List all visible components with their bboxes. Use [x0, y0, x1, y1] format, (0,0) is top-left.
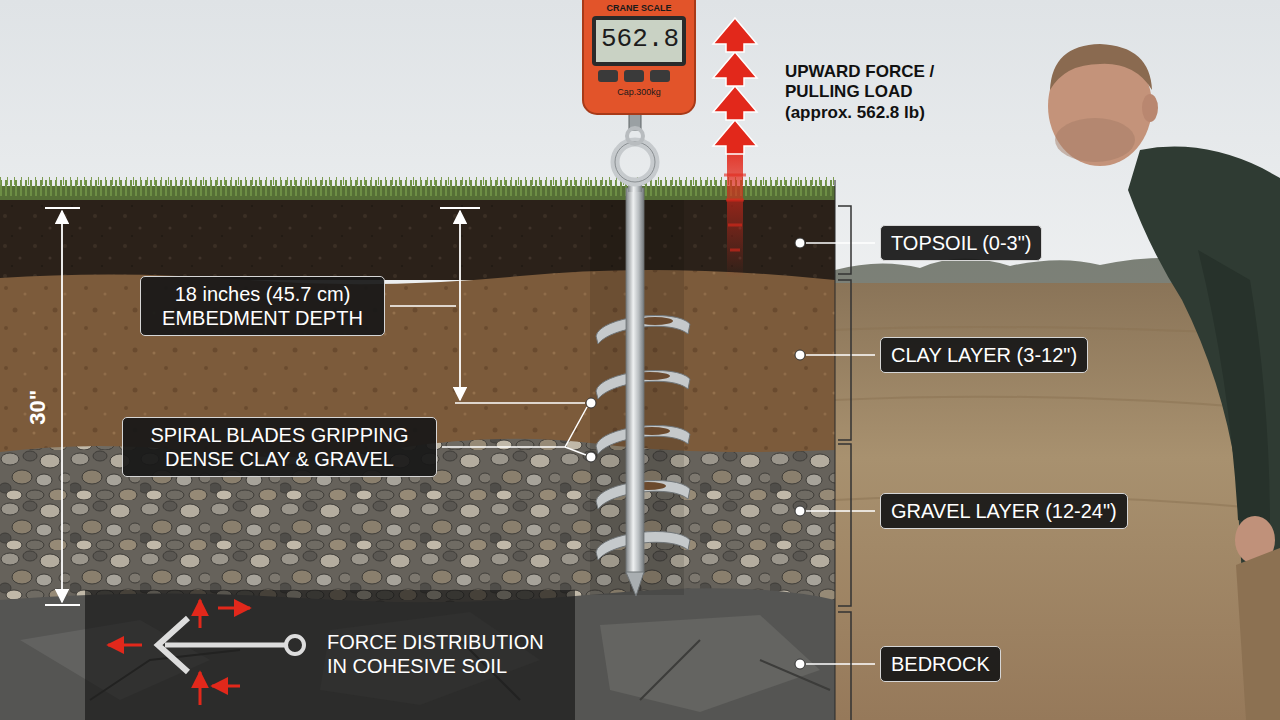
leader-line — [795, 506, 805, 516]
dimension-callout: 18 inches (45.7 cm) EMBEDMENT DEPTH — [140, 276, 385, 336]
force-panel — [108, 644, 142, 647]
grass — [0, 186, 835, 200]
crane-scale — [627, 128, 643, 144]
dimension-line — [45, 604, 80, 606]
force-arrow — [713, 18, 757, 278]
force-annotation: UPWARD FORCE / PULLING LOAD (approx. 562… — [785, 62, 965, 123]
box-text: TOPSOIL (0-3") — [891, 231, 1031, 255]
leader-line — [586, 398, 596, 408]
bedrock-layer — [0, 588, 835, 720]
leader-line — [806, 242, 875, 244]
person — [1048, 44, 1280, 720]
crane-scale — [596, 20, 682, 62]
person — [1236, 548, 1280, 720]
dimension-line — [61, 211, 63, 602]
dimension-label: 30" — [25, 379, 51, 435]
leader-line — [795, 238, 805, 248]
dimension-line — [440, 207, 480, 209]
person — [1050, 44, 1152, 90]
force-arrow — [713, 52, 757, 86]
screw-anchor — [626, 572, 644, 596]
crane-scale — [650, 70, 670, 82]
panel-caption: FORCE DISTRIBUTION IN COHESIVE SOIL — [327, 630, 567, 678]
device-label: CRANE SCALE — [589, 3, 689, 14]
grass — [0, 181, 835, 200]
layer-label: CLAY LAYER (3-12") — [880, 337, 1088, 373]
capacity-label: Cap.300kg — [596, 87, 682, 98]
layer-bracket — [838, 444, 851, 606]
screw-anchor — [615, 142, 655, 182]
screw-anchor — [626, 188, 644, 574]
dimension-line — [455, 402, 585, 404]
crane-scale — [583, 0, 695, 144]
force-panel — [199, 600, 202, 628]
force-panel — [286, 636, 304, 654]
force-panel — [85, 590, 575, 720]
display-reading: 562.8 — [597, 24, 679, 55]
dimension-line — [459, 211, 461, 400]
person — [1055, 118, 1135, 162]
force-panel — [199, 672, 202, 705]
dimension-line — [45, 208, 585, 605]
grass — [0, 180, 835, 196]
leader-line — [795, 350, 805, 360]
crane-scale — [583, 0, 695, 114]
person — [1198, 250, 1270, 530]
box-text: 18 inches (45.7 cm) EMBEDMENT DEPTH — [151, 282, 374, 330]
force-arrow — [724, 175, 746, 250]
screw-anchor — [615, 142, 655, 182]
grass — [0, 177, 835, 185]
force-arrow — [727, 148, 743, 278]
crane-scale — [598, 70, 618, 82]
layer-label: GRAVEL LAYER (12-24") — [880, 493, 1128, 529]
layer-bracket — [838, 612, 851, 720]
box-text: SPIRAL BLADES GRIPPING DENSE CLAY & GRAV… — [133, 423, 426, 471]
leader-line — [806, 510, 875, 512]
force-arrow — [713, 120, 757, 154]
force-panel — [85, 590, 575, 720]
leader-line — [442, 407, 587, 447]
screw-anchor — [590, 142, 690, 596]
leader-line — [390, 305, 456, 307]
force-panel — [158, 618, 188, 672]
callout-box: SPIRAL BLADES GRIPPING DENSE CLAY & GRAV… — [122, 417, 437, 477]
crane-scale — [624, 70, 644, 82]
bedrock-layer — [600, 615, 820, 712]
force-arrow — [713, 18, 757, 52]
layer-bracket — [838, 206, 851, 720]
leader-line — [806, 354, 875, 356]
layer-label: TOPSOIL (0-3") — [880, 225, 1042, 261]
soil-section — [0, 180, 835, 720]
force-arrow — [713, 86, 757, 120]
box-text: CLAY LAYER (3-12") — [891, 343, 1077, 367]
topsoil-layer — [0, 195, 835, 280]
box-text: GRAVEL LAYER (12-24") — [891, 499, 1117, 523]
force-panel — [212, 685, 240, 688]
layer-bracket — [838, 206, 851, 274]
leader-line — [795, 659, 805, 669]
layer-label: BEDROCK — [880, 646, 1001, 682]
leader-line — [806, 663, 875, 665]
leader-line — [586, 452, 596, 462]
leader-line — [565, 447, 586, 455]
section-edge — [834, 180, 836, 720]
person — [1142, 94, 1158, 122]
box-text: BEDROCK — [891, 652, 990, 676]
dimension-line — [45, 207, 80, 209]
force-panel — [165, 643, 285, 648]
force-panel — [218, 607, 250, 610]
crane-scale — [592, 16, 686, 66]
layer-bracket — [838, 280, 851, 440]
bedrock-layer — [0, 588, 835, 720]
person — [1128, 147, 1280, 720]
